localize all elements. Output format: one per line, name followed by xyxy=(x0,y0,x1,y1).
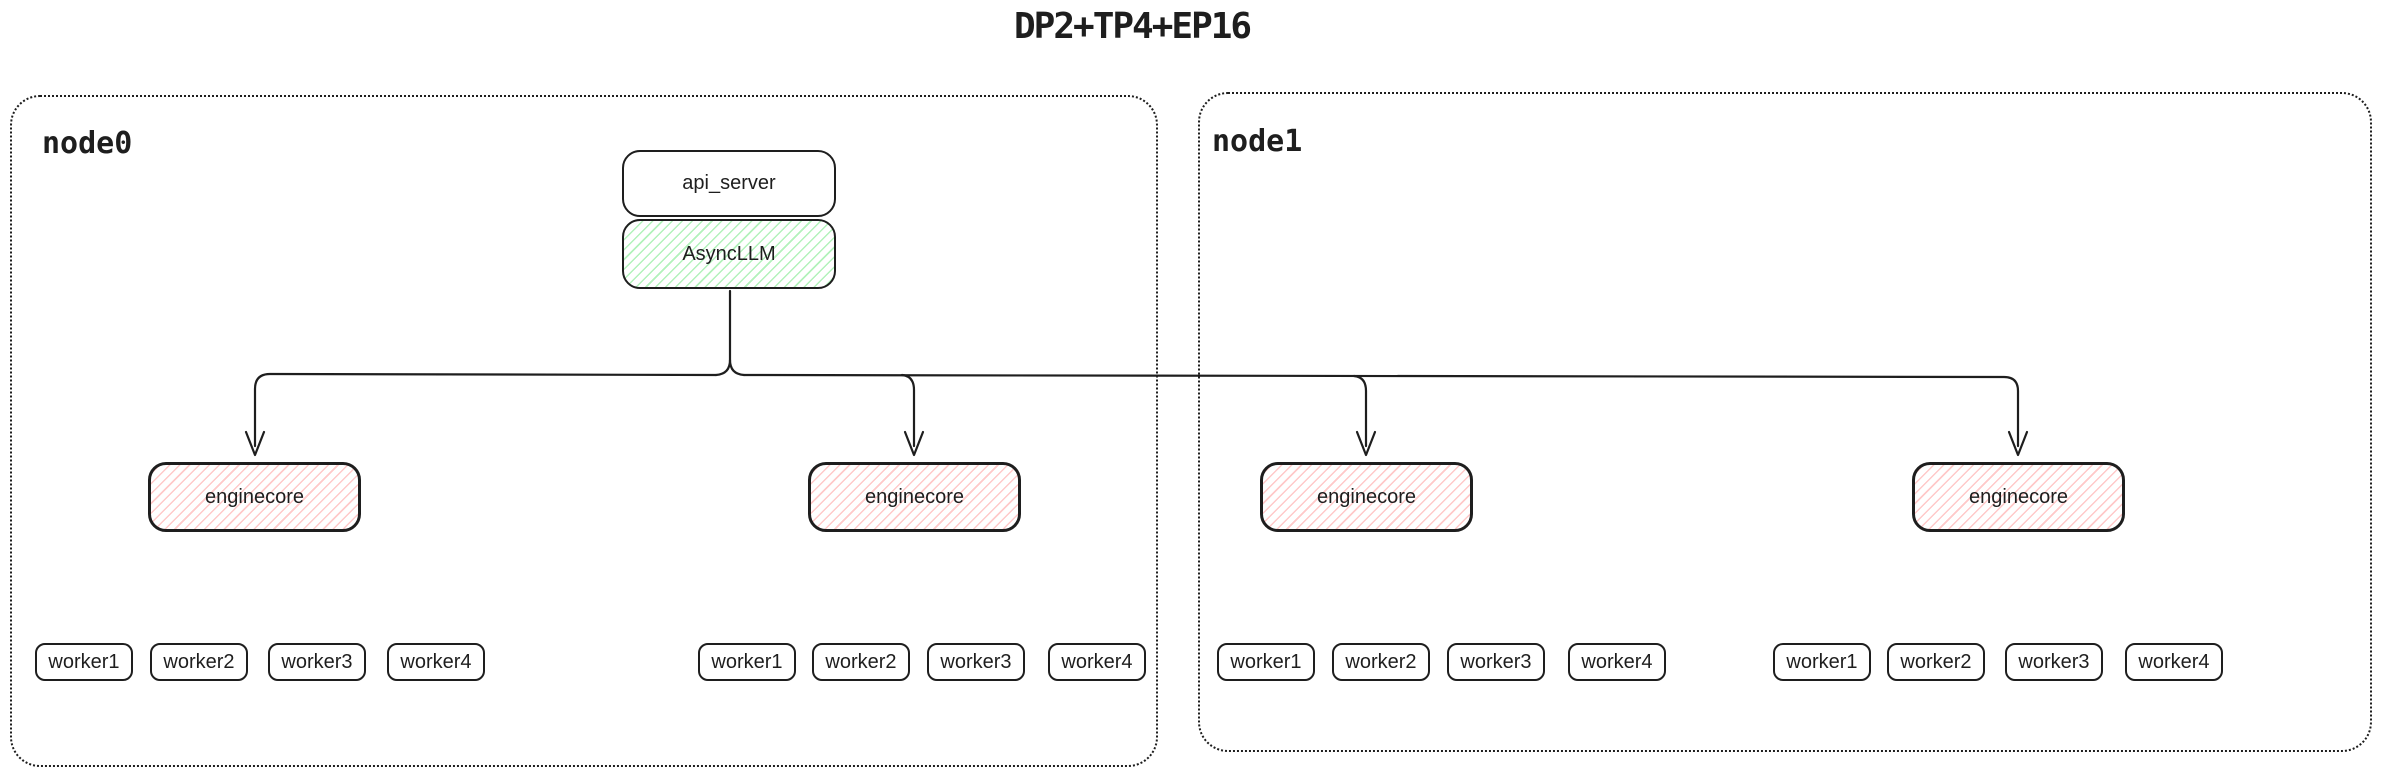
worker-box: worker4 xyxy=(2125,643,2223,681)
worker-label: worker2 xyxy=(163,650,235,673)
worker-box: worker2 xyxy=(1887,643,1985,681)
node0-label: node0 xyxy=(42,126,133,161)
api-server-box: api_server xyxy=(622,150,836,217)
enginecore-box-node0-2: enginecore xyxy=(808,462,1021,532)
enginecore-label: enginecore xyxy=(865,485,964,508)
worker-label: worker3 xyxy=(940,650,1012,673)
enginecore-box-node1-1: enginecore xyxy=(1260,462,1473,532)
enginecore-label: enginecore xyxy=(1969,485,2068,508)
worker-box: worker1 xyxy=(698,643,796,681)
worker-label: worker3 xyxy=(281,650,353,673)
enginecore-label: enginecore xyxy=(1317,485,1416,508)
worker-label: worker1 xyxy=(711,650,783,673)
worker-label: worker2 xyxy=(825,650,897,673)
async-llm-label: AsyncLLM xyxy=(682,242,776,265)
worker-box: worker2 xyxy=(150,643,248,681)
worker-box: worker1 xyxy=(1217,643,1315,681)
worker-box: worker3 xyxy=(2005,643,2103,681)
worker-label: worker3 xyxy=(1460,650,1532,673)
worker-box: worker3 xyxy=(927,643,1025,681)
enginecore-label: enginecore xyxy=(205,485,304,508)
worker-label: worker4 xyxy=(1581,650,1653,673)
worker-box: worker4 xyxy=(387,643,485,681)
worker-label: worker3 xyxy=(2018,650,2090,673)
worker-label: worker2 xyxy=(1345,650,1417,673)
worker-box: worker1 xyxy=(35,643,133,681)
worker-label: worker2 xyxy=(1900,650,1972,673)
worker-label: worker1 xyxy=(1786,650,1858,673)
worker-label: worker1 xyxy=(48,650,120,673)
worker-box: worker4 xyxy=(1568,643,1666,681)
async-llm-box: AsyncLLM xyxy=(622,219,836,289)
worker-label: worker1 xyxy=(1230,650,1302,673)
diagram-title: DP2+TP4+EP16 xyxy=(1014,6,1252,47)
node1-label: node1 xyxy=(1212,124,1303,159)
enginecore-box-node1-2: enginecore xyxy=(1912,462,2125,532)
worker-box: worker3 xyxy=(1447,643,1545,681)
worker-box: worker2 xyxy=(1332,643,1430,681)
worker-box: worker3 xyxy=(268,643,366,681)
worker-box: worker2 xyxy=(812,643,910,681)
worker-label: worker4 xyxy=(2138,650,2210,673)
worker-label: worker4 xyxy=(1061,650,1133,673)
enginecore-box-node0-1: enginecore xyxy=(148,462,361,532)
worker-box: worker4 xyxy=(1048,643,1146,681)
worker-label: worker4 xyxy=(400,650,472,673)
api-server-label: api_server xyxy=(682,172,776,194)
worker-box: worker1 xyxy=(1773,643,1871,681)
